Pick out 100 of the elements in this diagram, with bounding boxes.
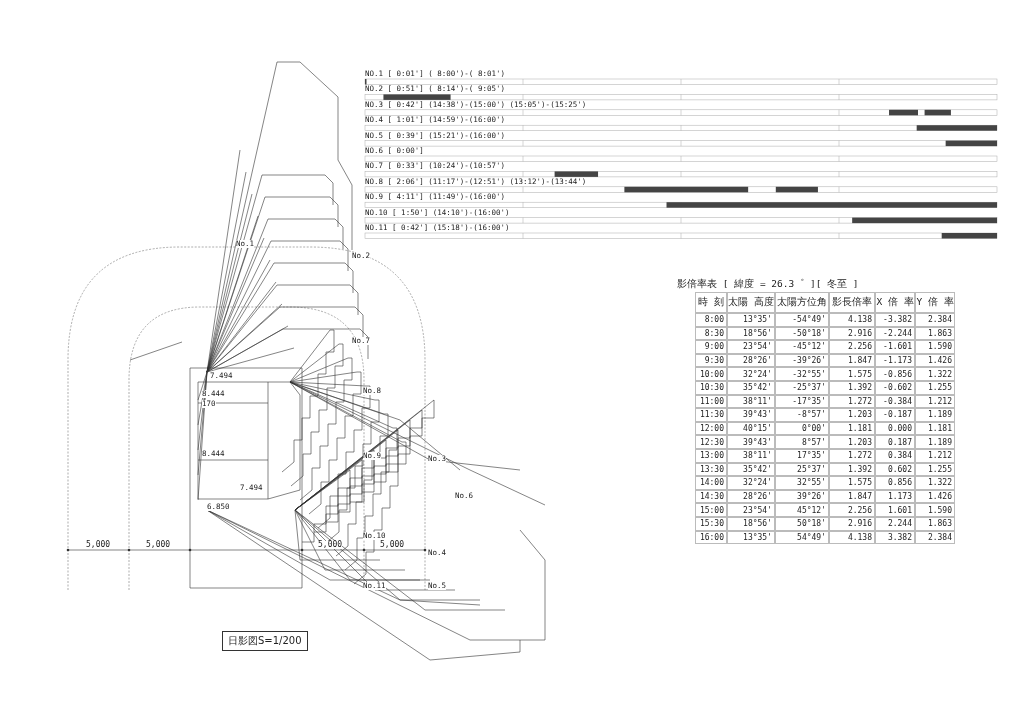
table-cell: 14:00 [695, 476, 727, 490]
table-header-cell: 太陽 高度 [727, 292, 775, 313]
table-cell: 8°57' [775, 435, 829, 449]
table-cell: 28°26' [727, 489, 775, 504]
table-cell: 39°43' [727, 408, 775, 422]
table-cell: 13:30 [695, 462, 727, 477]
table-cell: 1.601 [875, 503, 915, 517]
table-cell: 1.212 [915, 449, 955, 463]
table-cell: 8:30 [695, 326, 727, 341]
table-cell: -0.602 [875, 381, 915, 395]
table-cell: 0.602 [875, 462, 915, 477]
table-cell: 4.138 [829, 530, 875, 545]
table-header-cell: 影長倍率 [829, 292, 875, 313]
table-cell: 39°43' [727, 435, 775, 449]
table-title: 影倍率表 [ 緯度 = 26.3゜ ][ 冬至 ] [677, 279, 859, 289]
table-cell: -25°37' [775, 381, 829, 395]
table-cell: 0.856 [875, 476, 915, 490]
table-cell: 2.256 [829, 340, 875, 354]
table-cell: 1.322 [915, 476, 955, 490]
table-cell: -50°18' [775, 326, 829, 341]
table-cell: 3.382 [875, 530, 915, 545]
table-cell: 1.392 [829, 381, 875, 395]
table-cell: 38°11' [727, 394, 775, 409]
table-cell: 0.187 [875, 435, 915, 449]
table-cell: 2.256 [829, 503, 875, 517]
table-cell: 2.916 [829, 326, 875, 341]
table-cell: 1.212 [915, 394, 955, 409]
table-cell: 1.181 [915, 421, 955, 436]
table-cell: 4.138 [829, 313, 875, 327]
table-cell: 28°26' [727, 353, 775, 368]
table-cell: 10:30 [695, 381, 727, 395]
table-cell: 14:30 [695, 489, 727, 504]
table-cell: -1.601 [875, 340, 915, 354]
table-cell: 15:30 [695, 517, 727, 531]
table-cell: 12:30 [695, 435, 727, 449]
table-cell: 1.590 [915, 503, 955, 517]
table-cell: 1.181 [829, 421, 875, 436]
table-cell: 1.173 [875, 489, 915, 504]
table-cell: 12:00 [695, 421, 727, 436]
table-cell: -45°12' [775, 340, 829, 354]
table-cell: 23°54' [727, 340, 775, 354]
table-cell: -3.382 [875, 313, 915, 327]
table-cell: 2.384 [915, 313, 955, 327]
table-cell: 23°54' [727, 503, 775, 517]
table-cell: 2.916 [829, 517, 875, 531]
table-cell: -0.187 [875, 408, 915, 422]
table-cell: 18°56' [727, 326, 775, 341]
table-cell: 1.863 [915, 517, 955, 531]
table-cell: 32°55' [775, 476, 829, 490]
table-cell: -17°35' [775, 394, 829, 409]
table-cell: 1.847 [829, 489, 875, 504]
table-cell: 1.203 [829, 435, 875, 449]
table-header-cell: 太陽方位角 [775, 292, 829, 313]
table-cell: 1.575 [829, 476, 875, 490]
table-cell: 45°12' [775, 503, 829, 517]
table-cell: 1.426 [915, 489, 955, 504]
table-cell: 11:00 [695, 394, 727, 409]
dimension-label: 5,000 [146, 541, 171, 549]
dimension-label: 5,000 [86, 541, 111, 549]
table-cell: 25°37' [775, 462, 829, 477]
table-cell: -32°55' [775, 367, 829, 381]
table-cell: 13°35' [727, 313, 775, 327]
table-cell: 9:30 [695, 353, 727, 368]
table-cell: -2.244 [875, 326, 915, 341]
table-cell: 1.426 [915, 353, 955, 368]
table-cell: 1.272 [829, 449, 875, 463]
table-cell: 17°35' [775, 449, 829, 463]
table-header-cell: Y 倍 率 [915, 292, 955, 313]
table-cell: 1.203 [829, 408, 875, 422]
table-cell: 35°42' [727, 462, 775, 477]
table-cell: 1.575 [829, 367, 875, 381]
table-cell: 1.189 [915, 435, 955, 449]
table-cell: 16:00 [695, 530, 727, 545]
table-cell: 0.000 [875, 421, 915, 436]
table-cell: 13°35' [727, 530, 775, 545]
table-cell: 1.590 [915, 340, 955, 354]
table-cell: 0.384 [875, 449, 915, 463]
table-cell: 1.272 [829, 394, 875, 409]
table-cell: 9:00 [695, 340, 727, 354]
table-cell: 0°00' [775, 421, 829, 436]
table-cell: 1.189 [915, 408, 955, 422]
table-cell: 13:00 [695, 449, 727, 463]
table-cell: 54°49' [775, 530, 829, 545]
table-cell: 50°18' [775, 517, 829, 531]
table-cell: 1.255 [915, 381, 955, 395]
table-cell: 1.863 [915, 326, 955, 341]
table-cell: 15:00 [695, 503, 727, 517]
table-cell: 10:00 [695, 367, 727, 381]
table-cell: 32°24' [727, 367, 775, 381]
table-cell: 1.392 [829, 462, 875, 477]
table-cell: 40°15' [727, 421, 775, 436]
table-cell: 38°11' [727, 449, 775, 463]
dimension-label: 5,000 [318, 541, 343, 549]
table-cell: -8°57' [775, 408, 829, 422]
dimension-label: 5,000 [380, 541, 405, 549]
table-cell: -39°26' [775, 353, 829, 368]
table-cell: -0.856 [875, 367, 915, 381]
table-cell: -54°49' [775, 313, 829, 327]
table-cell: 1.255 [915, 462, 955, 477]
table-header-cell: X 倍 率 [875, 292, 915, 313]
